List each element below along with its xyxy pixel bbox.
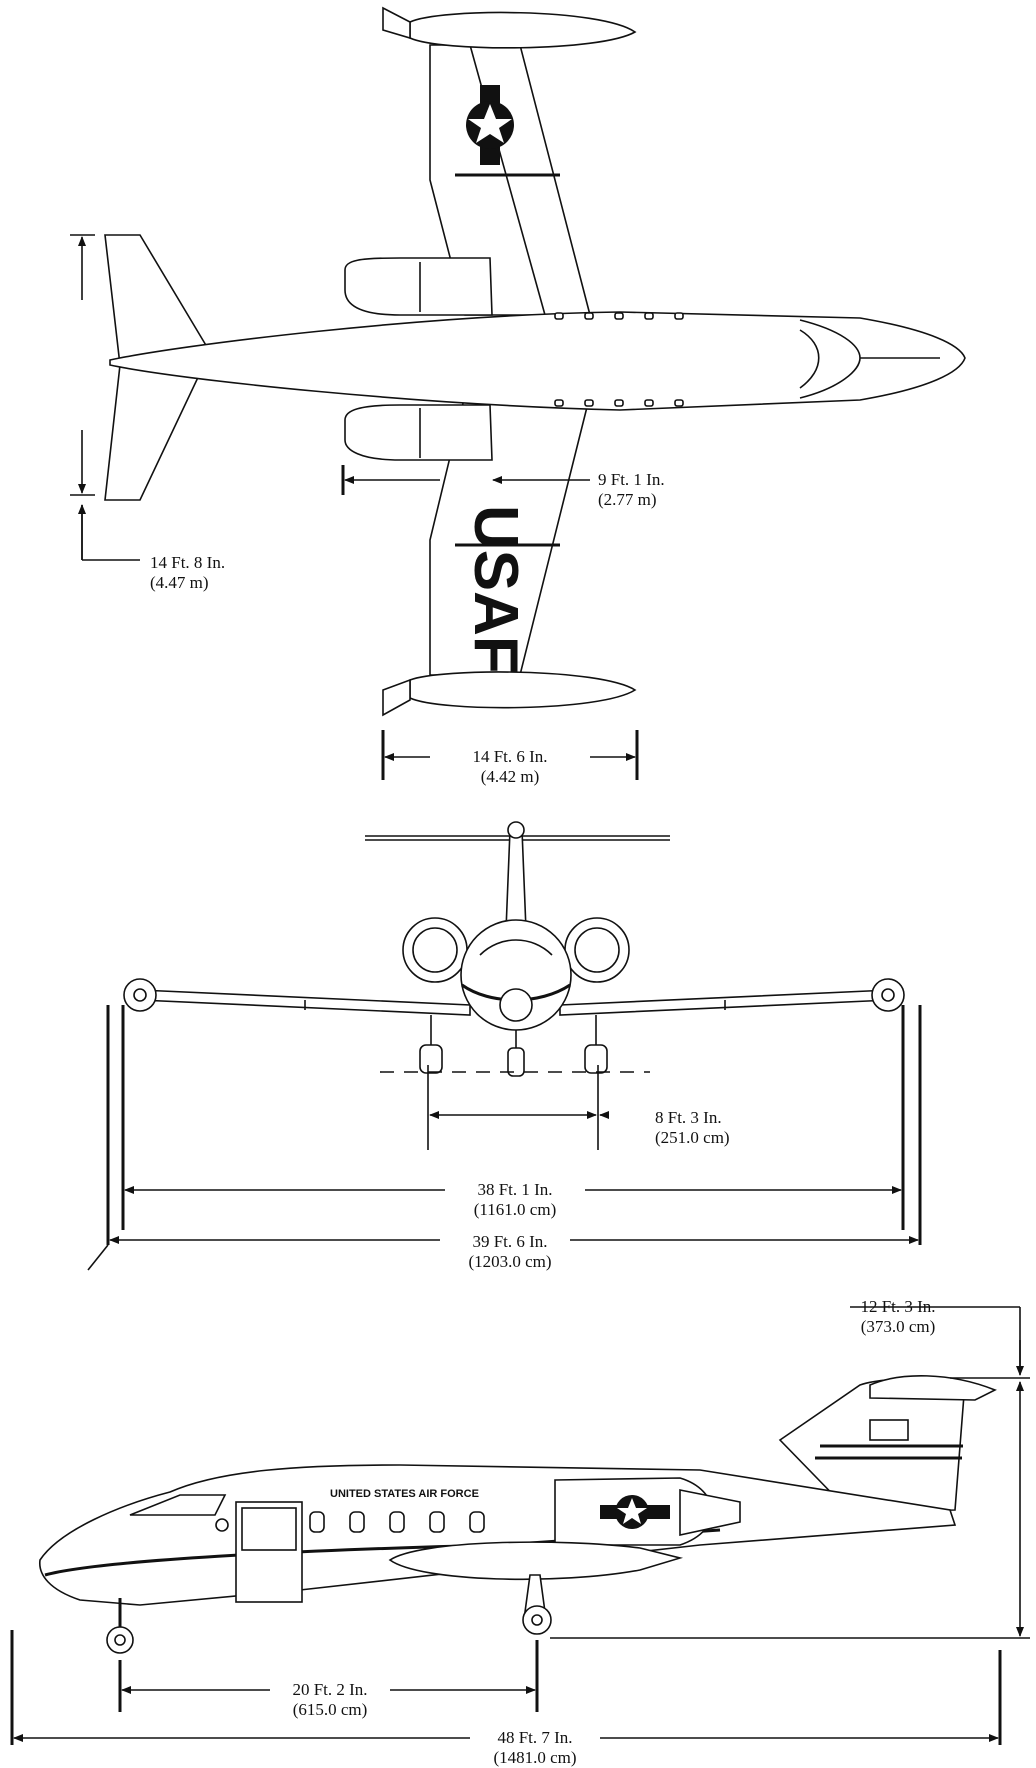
- height-label: 12 Ft. 3 In. (373.0 cm): [838, 1297, 958, 1337]
- span-outer-metric: (1203.0 cm): [468, 1252, 552, 1271]
- top-windows: [554, 312, 684, 407]
- length-label: 48 Ft. 7 In. (1481.0 cm): [470, 1728, 600, 1768]
- height-ft: 12 Ft. 3 In.: [860, 1297, 936, 1316]
- side-windows: [309, 1511, 485, 1533]
- wheelbase-ft: 20 Ft. 2 In.: [292, 1680, 368, 1699]
- fuselage-top: [109, 311, 966, 411]
- upper-tip-tank: [409, 11, 637, 49]
- tip-tank-metric: (4.42 m): [480, 767, 540, 786]
- tail-span-label: 14 Ft. 8 In. (4.47 m): [150, 553, 225, 593]
- main-gear-front: [419, 1015, 608, 1077]
- gear-track-label: 8 Ft. 3 In. (251.0 cm): [655, 1108, 730, 1148]
- tip-tank-label: 14 Ft. 6 In. (4.42 m): [450, 747, 570, 787]
- engine-offset-ft: 9 Ft. 1 In.: [598, 470, 665, 489]
- gear-track-ft: 8 Ft. 3 In.: [655, 1108, 722, 1127]
- top-view: USAF: [70, 6, 966, 780]
- tail-span-metric: (4.47 m): [150, 573, 209, 592]
- fuselage-side: [39, 1464, 957, 1606]
- length-ft: 48 Ft. 7 In.: [497, 1728, 573, 1747]
- span-inner-metric: (1161.0 cm): [473, 1200, 557, 1219]
- front-view: [87, 821, 922, 1271]
- length-metric: (1481.0 cm): [493, 1748, 577, 1767]
- wheelbase-label: 20 Ft. 2 In. (615.0 cm): [270, 1680, 390, 1720]
- side-view: UNITED STATES AIR FORCE: [10, 1306, 1030, 1745]
- roundel-side: [600, 1495, 670, 1529]
- tip-tank-ft: 14 Ft. 6 In.: [472, 747, 548, 766]
- side-gear: [106, 1574, 552, 1654]
- span-inner-label: 38 Ft. 1 In. (1161.0 cm): [450, 1180, 580, 1220]
- engine-offset-label: 9 Ft. 1 In. (2.77 m): [598, 470, 665, 510]
- tail-span-ft: 14 Ft. 8 In.: [150, 553, 226, 572]
- wheelbase-metric: (615.0 cm): [292, 1700, 368, 1719]
- span-inner-ft: 38 Ft. 1 In.: [477, 1180, 553, 1199]
- lower-tip-tank: [409, 671, 637, 709]
- fuselage-marking: UNITED STATES AIR FORCE: [330, 1488, 479, 1500]
- span-outer-ft: 39 Ft. 6 In.: [472, 1232, 548, 1251]
- roundel-top: [466, 85, 514, 165]
- usaf-wing-marking: USAF: [461, 505, 530, 674]
- engine-offset-metric: (2.77 m): [598, 490, 657, 509]
- gear-track-metric: (251.0 cm): [655, 1128, 730, 1147]
- upper-engine: [344, 257, 493, 316]
- span-outer-label: 39 Ft. 6 In. (1203.0 cm): [445, 1232, 575, 1272]
- lower-engine: [344, 404, 493, 461]
- height-metric: (373.0 cm): [860, 1317, 936, 1336]
